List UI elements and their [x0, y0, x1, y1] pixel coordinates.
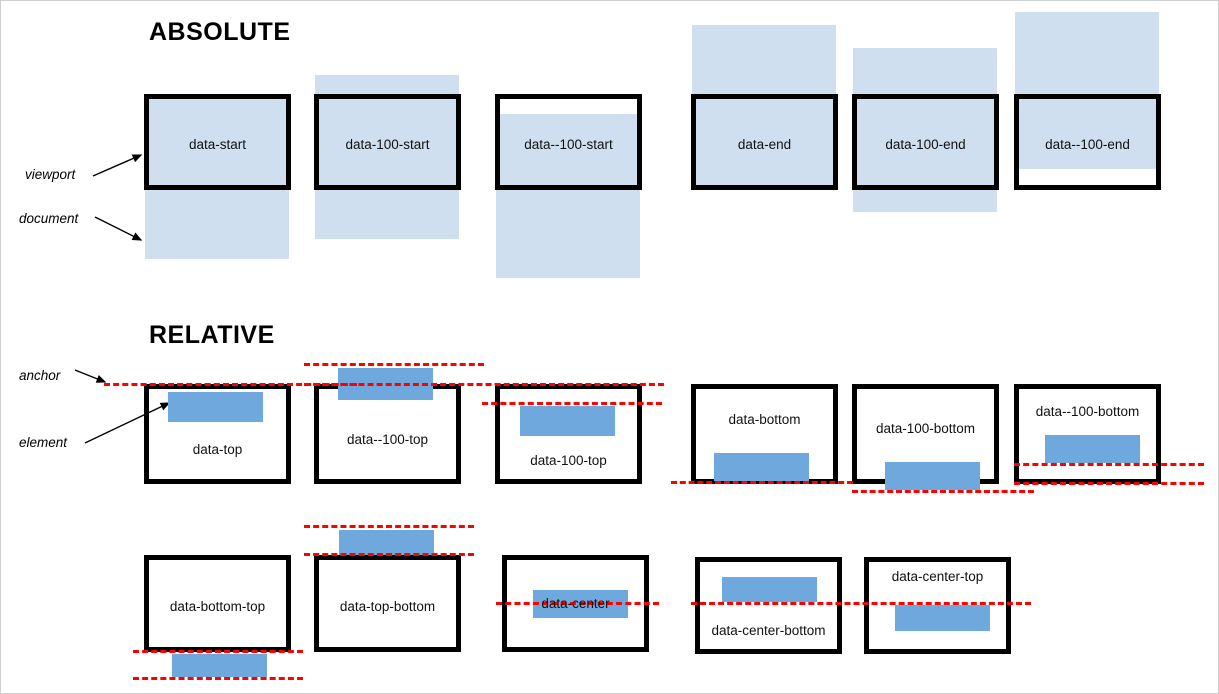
annotation-label-document: document	[19, 211, 79, 226]
case-label-data-end: data-end	[737, 137, 792, 152]
case-label-data-100-top: data-100-top	[530, 453, 607, 468]
case-label-data-center-top: data-center-top	[891, 569, 984, 584]
document-block-data--100-start	[496, 114, 640, 278]
element-arrow-icon	[84, 402, 171, 444]
viewport-box-data-top	[144, 384, 291, 484]
anchor-line-data-100-bottom	[852, 490, 1034, 493]
case-label-data--100-end: data--100-end	[1045, 137, 1130, 152]
viewport-box-data--100-end	[1014, 94, 1161, 190]
anchor-line-top-data--100-top	[304, 363, 484, 366]
anchor-line-data-center	[496, 602, 659, 605]
anchor-line-data-bottom-top	[133, 677, 303, 680]
viewport-box-data-center-bottom	[695, 557, 842, 654]
case-label-data--100-start: data--100-start	[524, 137, 613, 152]
annotation-label-anchor: anchor	[19, 368, 61, 383]
case-label-data-100-start: data-100-start	[345, 137, 430, 152]
viewport-box-data-bottom-top	[144, 555, 291, 652]
anchor-line-top-data-bottom-top	[133, 650, 303, 653]
element-block-data-center-bottom	[722, 577, 817, 602]
annotation-label-element: element	[19, 435, 68, 450]
case-label-data-center: data-center	[541, 596, 610, 611]
viewport-box-data-top-bottom	[314, 555, 461, 652]
case-label-data-center-bottom: data-center-bottom	[711, 623, 826, 638]
section-title-relative: RELATIVE	[149, 321, 275, 349]
anchor-line-top-data--100-bottom	[1014, 463, 1204, 466]
anchor-line-data-top	[104, 383, 357, 386]
anchor-line-data-100-top	[482, 402, 662, 405]
case-label-data-start: data-start	[188, 137, 247, 152]
case-label-data-bottom-top: data-bottom-top	[169, 599, 266, 614]
anchor-line-data-top-bottom	[304, 553, 474, 556]
viewport-box-data-center-top	[864, 557, 1011, 654]
anchor-line-top-data-top-bottom	[304, 525, 474, 528]
case-label-data-100-bottom: data-100-bottom	[875, 421, 976, 436]
viewport-box-data--100-bottom	[1014, 384, 1161, 484]
case-label-data--100-top: data--100-top	[346, 432, 429, 447]
element-block-data-top	[168, 392, 263, 422]
viewport-box-data-end	[691, 94, 838, 190]
document-block-data-start	[145, 95, 289, 259]
section-title-absolute: ABSOLUTE	[149, 18, 291, 46]
element-block-data--100-bottom	[1045, 435, 1140, 463]
element-block-data-top-bottom	[339, 530, 434, 555]
document-arrow-icon	[94, 216, 143, 241]
case-label-data--100-bottom: data--100-bottom	[1035, 404, 1140, 419]
element-block-data-100-top	[520, 406, 615, 436]
element-block-data-bottom-top	[172, 654, 267, 677]
case-label-data-top-bottom: data-top-bottom	[339, 599, 436, 614]
anchor-line-data--100-bottom	[1014, 482, 1204, 485]
anchor-line-data--100-top	[304, 383, 664, 386]
viewport-arrow-icon	[92, 154, 143, 177]
anchor-line-data-center-shared	[691, 602, 1031, 605]
document-block-data-100-end	[853, 48, 997, 212]
element-block-data-center-top	[895, 605, 990, 631]
document-block-data--100-end	[1015, 12, 1159, 169]
element-block-data-100-bottom	[885, 462, 980, 490]
element-block-data-bottom	[714, 453, 809, 481]
viewport-box-data-start	[144, 94, 291, 190]
anchor-line-data-bottom	[671, 481, 853, 484]
annotation-label-viewport: viewport	[25, 167, 76, 182]
case-label-data-top: data-top	[192, 442, 243, 457]
viewport-box-data-100-start	[314, 94, 461, 190]
viewport-box-data-100-top	[495, 384, 642, 484]
case-label-data-100-end: data-100-end	[885, 137, 966, 152]
document-block-data-end	[692, 25, 836, 189]
document-block-data-100-start	[315, 75, 459, 239]
viewport-box-data-100-end	[852, 94, 999, 190]
viewport-box-data--100-start	[495, 94, 642, 190]
case-label-data-bottom: data-bottom	[728, 412, 801, 427]
anchor-arrow-icon	[74, 369, 107, 383]
